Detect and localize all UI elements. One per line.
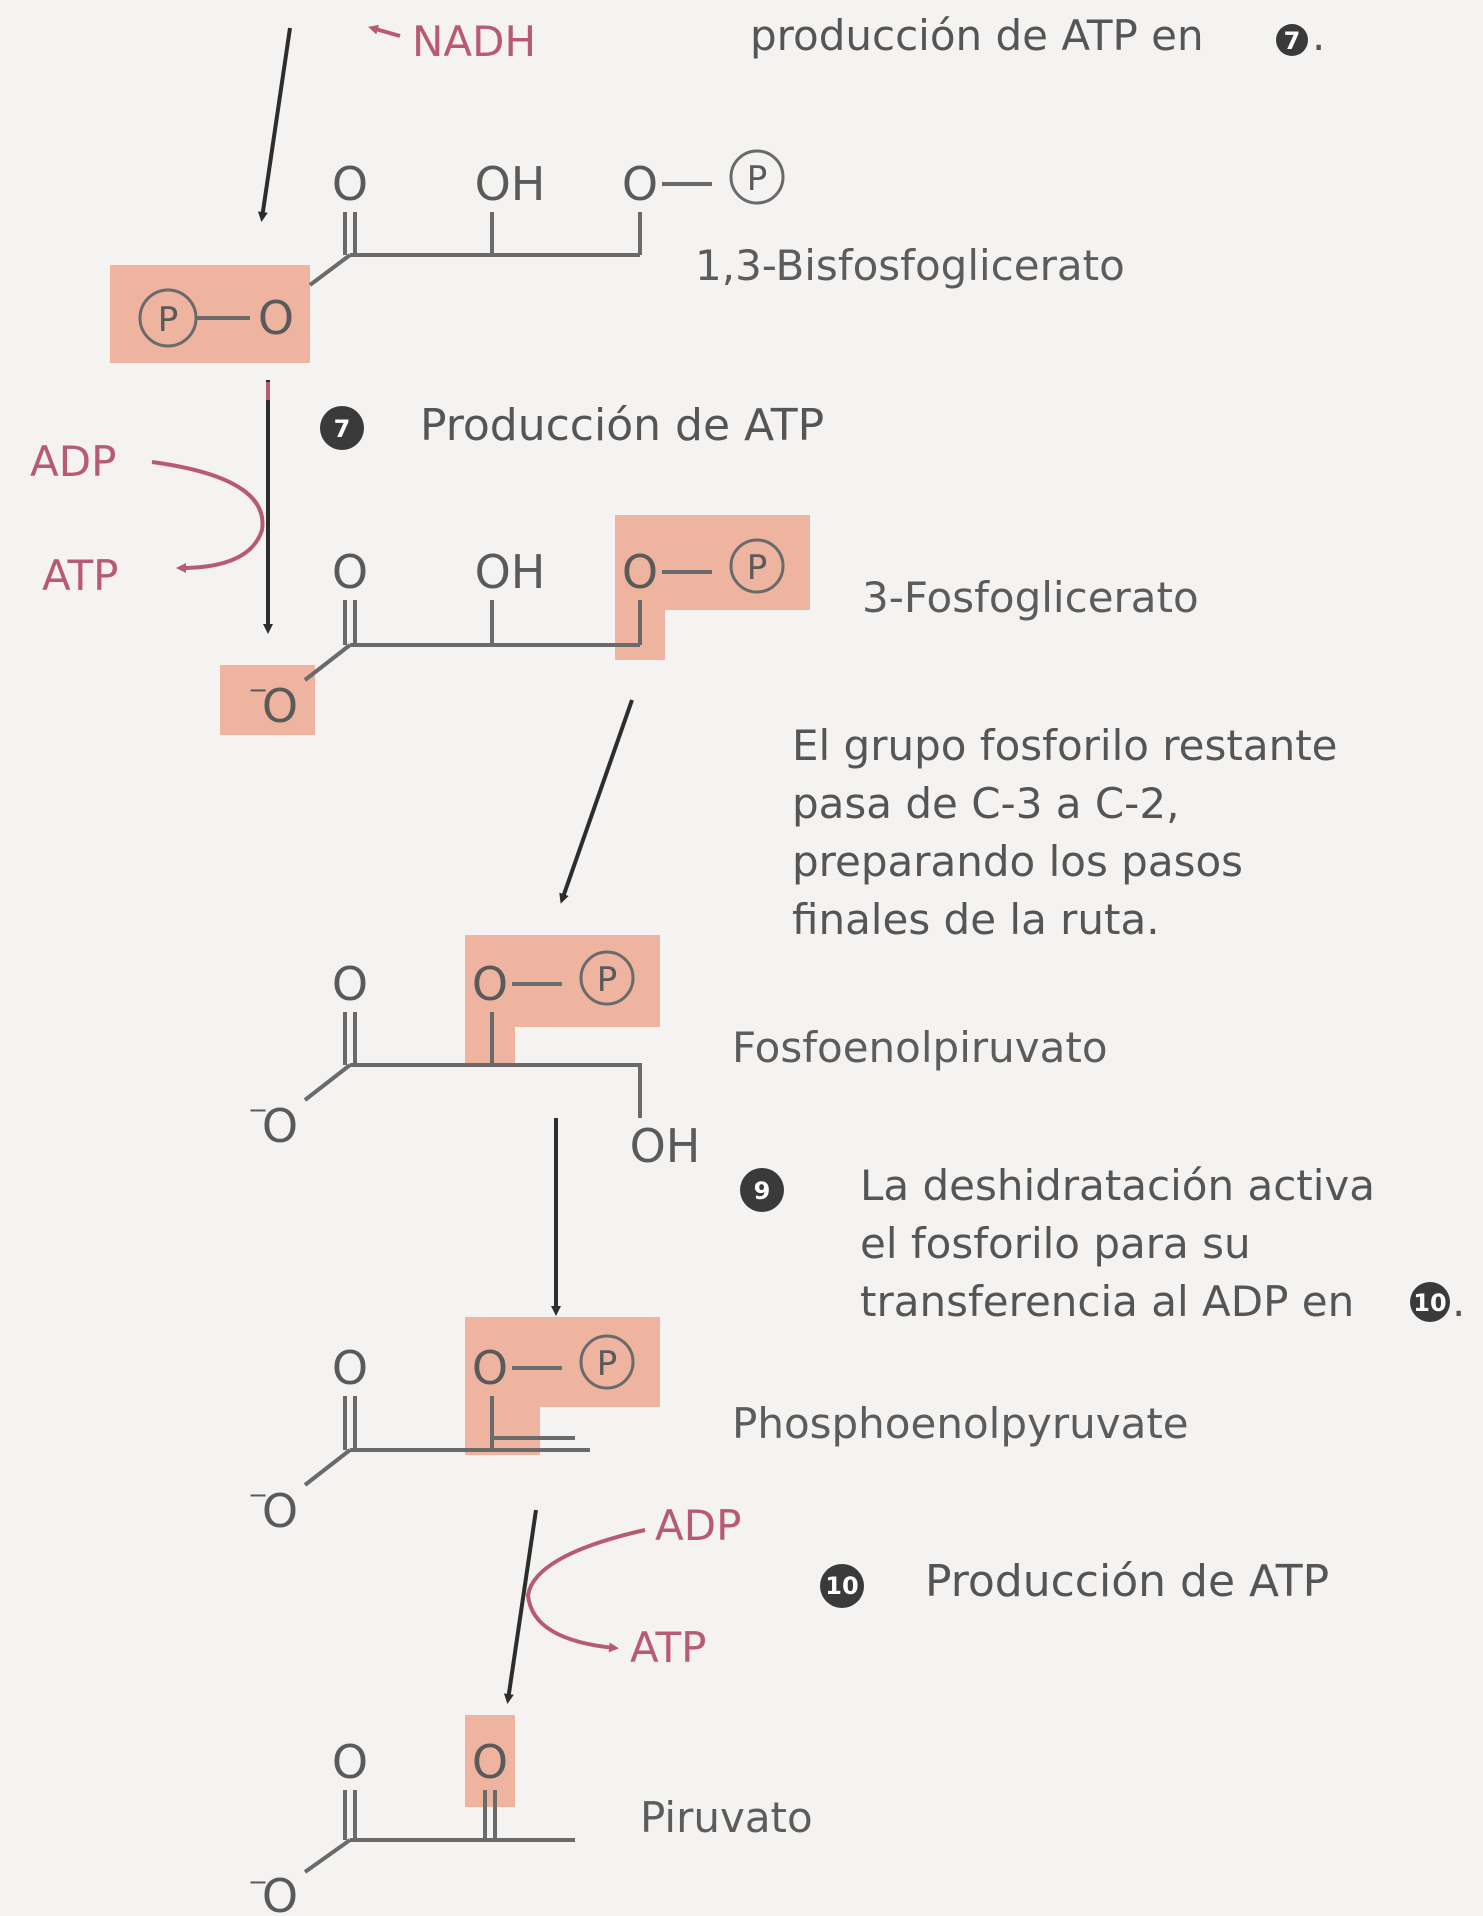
keto-o: O xyxy=(472,1735,508,1789)
step7-label: Producción de ATP xyxy=(420,400,824,451)
step9-ref-badge xyxy=(1410,1282,1450,1322)
svg-text:OH: OH xyxy=(475,545,546,599)
hydroxyl-oh: OH xyxy=(475,157,546,211)
svg-text:P: P xyxy=(747,548,768,588)
svg-text:O: O xyxy=(262,1099,298,1153)
svg-text:9: 9 xyxy=(754,1177,771,1205)
step-8: El grupo fosforilo restante pasa de C-3 … xyxy=(559,699,1338,944)
step7-number: 7 xyxy=(334,415,351,443)
pyruvate-structure: O O O − Piruvato xyxy=(248,1715,813,1916)
nadh-label: NADH xyxy=(412,17,536,66)
step10-cofactor-arrow xyxy=(525,1528,646,1653)
svg-text:El grupo fosforilo restante: El grupo fosforilo restante xyxy=(792,721,1338,770)
svg-text:10: 10 xyxy=(825,1572,858,1600)
phosphoryl-p: P xyxy=(747,159,768,199)
step7-cofactor-arrow xyxy=(151,460,265,573)
svg-text:finales de la ruta.: finales de la ruta. xyxy=(792,895,1160,944)
phosphoenolpyruvate-es-name: Fosfoenolpiruvato xyxy=(732,1023,1108,1072)
top-step-badge xyxy=(1276,24,1308,56)
step-10: ADP ATP 10 Producción de ATP xyxy=(503,1501,1329,1704)
phosphoenolpyruvate-structure: O O P O − Phosphoenolpyruvate xyxy=(248,1317,1189,1538)
step-9: 9 La deshidratación activa el fosforilo … xyxy=(551,1118,1465,1326)
bisphosphoglycerate-structure: O OH O P P O 1,3-Bisfosfoglicerato xyxy=(110,149,1125,363)
svg-text:La deshidratación activa: La deshidratación activa xyxy=(860,1161,1375,1210)
svg-text:O: O xyxy=(332,1341,368,1395)
svg-text:O: O xyxy=(262,1869,298,1916)
anhydride-highlight xyxy=(110,265,310,363)
svg-text:O: O xyxy=(262,1484,298,1538)
step10-label: Producción de ATP xyxy=(925,1556,1329,1607)
step7-adp: ADP xyxy=(30,437,116,486)
top-caption-period: . xyxy=(1312,11,1325,60)
anhydride-o: O xyxy=(258,291,294,345)
nadh-arrow xyxy=(368,24,401,38)
svg-text:O: O xyxy=(332,1735,368,1789)
svg-text:preparando los pasos: preparando los pasos xyxy=(792,837,1243,886)
svg-text:P: P xyxy=(158,300,179,340)
step10-arrow xyxy=(503,1509,538,1704)
step7-atp: ATP xyxy=(42,551,118,600)
step10-atp: ATP xyxy=(630,1623,706,1672)
step8-arrow xyxy=(559,699,634,904)
step10-badge xyxy=(820,1564,864,1608)
svg-text:transferencia al ADP en: transferencia al ADP en xyxy=(860,1277,1354,1326)
pyruvate-name: Piruvato xyxy=(640,1793,813,1842)
svg-text:P: P xyxy=(597,1344,618,1384)
bisphosphoglycerate-name: 1,3-Bisfosfoglicerato xyxy=(695,241,1125,290)
svg-text:−: − xyxy=(248,1868,268,1896)
step-7: ADP ATP 7 Producción de ATP xyxy=(30,380,824,634)
svg-text:O: O xyxy=(622,545,658,599)
svg-text:el fosforilo para su: el fosforilo para su xyxy=(860,1219,1251,1268)
svg-text:O: O xyxy=(332,545,368,599)
svg-text:pasa de C-3 a C-2,: pasa de C-3 a C-2, xyxy=(792,779,1179,828)
svg-text:.: . xyxy=(1452,1277,1465,1326)
phosphoglycerate3-name: 3-Fosfoglicerato xyxy=(862,573,1199,622)
top-caption: producción de ATP en xyxy=(750,11,1204,60)
svg-text:−: − xyxy=(248,1096,268,1124)
svg-text:O: O xyxy=(472,1341,508,1395)
svg-text:−: − xyxy=(248,676,268,704)
incoming-arrow xyxy=(257,27,292,222)
c3-hydroxyl: OH xyxy=(630,1119,701,1173)
svg-text:P: P xyxy=(597,960,618,1000)
carboxylate-o: O xyxy=(262,679,298,733)
svg-text:−: − xyxy=(248,1481,268,1509)
step9-badge xyxy=(740,1168,784,1212)
ester-o: O xyxy=(622,157,658,211)
phosphoenolpyruvate-en-name: Phosphoenolpyruvate xyxy=(732,1399,1189,1448)
svg-text:O: O xyxy=(332,957,368,1011)
step10-adp: ADP xyxy=(655,1501,741,1550)
carbonyl-o: O xyxy=(332,157,368,211)
svg-text:10: 10 xyxy=(1413,1289,1446,1317)
step7-badge xyxy=(320,406,364,450)
phosphoglycerate3-structure: O OH O P O − 3-Fosfoglicerato xyxy=(220,515,1199,735)
top-section: NADH producción de ATP en 7 . xyxy=(257,11,1325,222)
phosphoglycerate2-structure: O O P O − OH Fosfoenolpiruvato xyxy=(248,935,1108,1173)
top-step-number: 7 xyxy=(1284,27,1301,55)
svg-text:O: O xyxy=(472,957,508,1011)
phosphoryl-circle xyxy=(729,149,785,205)
